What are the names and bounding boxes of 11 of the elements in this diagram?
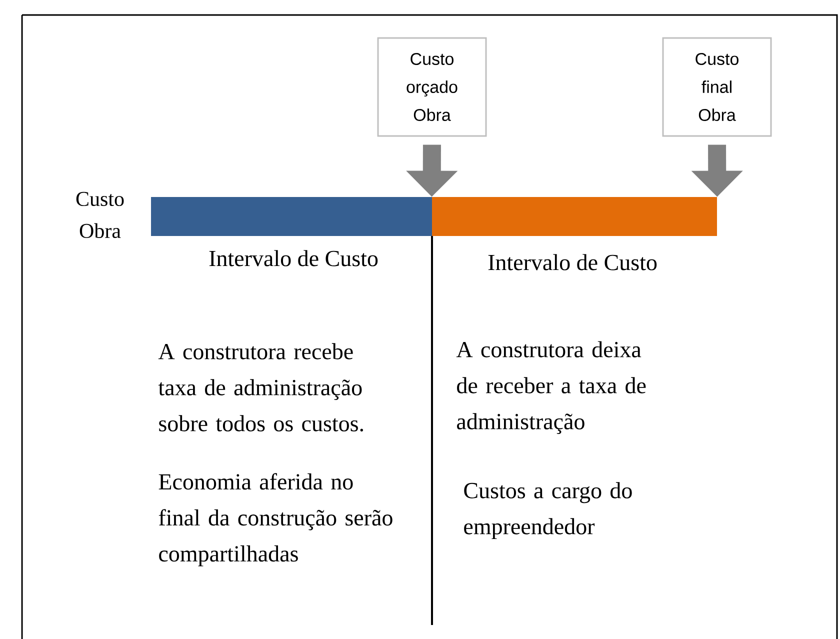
interval-label: Intervalo de Custo <box>209 250 378 266</box>
label-box: Custo orçado Obra <box>377 37 487 137</box>
cost-bar <box>151 197 432 236</box>
note-text: A construtora deixa de receber a taxa de administração <box>456 341 646 434</box>
interval-label: Intervalo de Custo <box>488 254 657 270</box>
label-box: Custo final Obra <box>662 37 772 137</box>
note-text: Economia aferida no final da construção serão compartilhadas <box>158 473 392 566</box>
axis-label: Custo Obra <box>76 192 124 238</box>
note-text: A construtora recebe taxa de administração sobre todos os custos. <box>158 343 364 432</box>
cost-bar <box>432 197 717 236</box>
note-text: Custos a cargo do empreendedor <box>464 482 632 540</box>
